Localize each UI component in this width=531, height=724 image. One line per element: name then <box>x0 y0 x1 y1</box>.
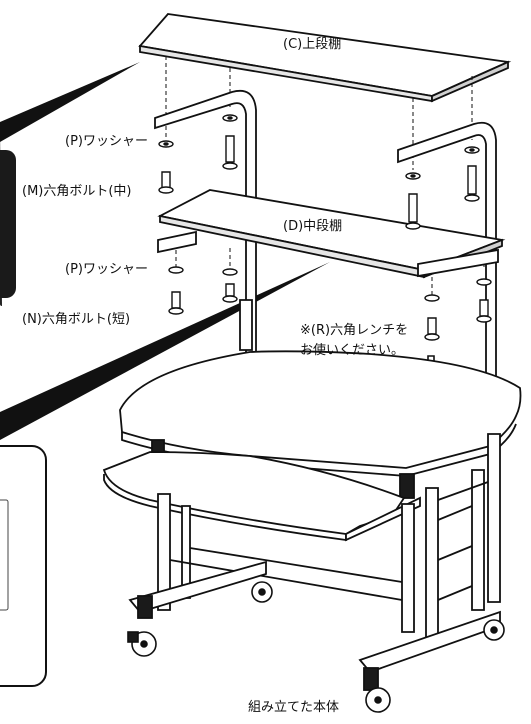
bolt-short-label: (N)六角ボルト(短) <box>22 312 131 327</box>
callout-frames <box>0 132 47 687</box>
wrench-note-line2: お使いください。 <box>300 343 405 358</box>
hardware <box>158 114 492 341</box>
middle-shelf <box>157 189 506 279</box>
middle-shelf-label: (D)中段棚 <box>283 219 343 234</box>
assembled-body-label: 組み立てた本体 <box>248 700 340 715</box>
casters <box>127 581 505 713</box>
main-body <box>102 299 522 691</box>
wrench-note-line1: ※(R)六角レンチを <box>300 323 409 338</box>
upper-shelf-label: (C)上段棚 <box>283 37 342 52</box>
bolt-middle-label: (M)六角ボルト(中) <box>22 184 132 199</box>
upper-shelf <box>138 13 512 103</box>
washer-top-label: (P)ワッシャー <box>65 134 148 149</box>
washer-bottom-label: (P)ワッシャー <box>65 262 148 277</box>
